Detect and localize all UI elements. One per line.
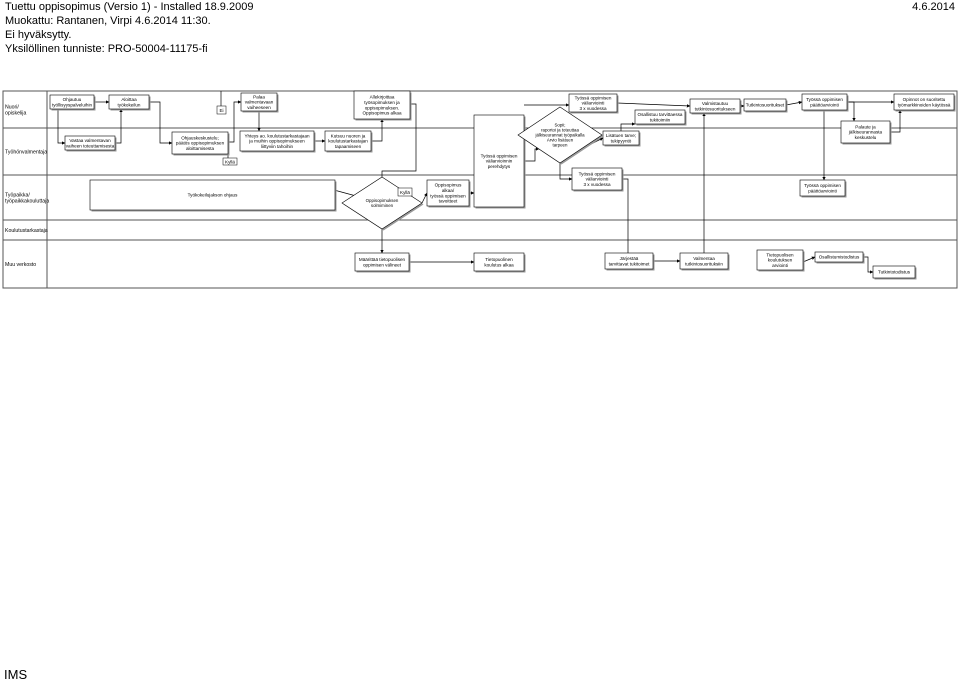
node-label: Osallistumistodistus (819, 255, 860, 260)
unique-identifier: Yksilöllinen tunniste: PRO-50004-11175-f… (5, 43, 208, 55)
lane-label: Työhönvalmentaja (5, 150, 47, 156)
lane-label: Koulutustarkastaja (5, 228, 48, 234)
connector-arrow (616, 102, 691, 108)
approval-status: Ei hyväksytty. (5, 29, 72, 41)
process-title: Tuettu oppisopimus (Versio 1) - Installe… (5, 1, 254, 13)
lane-label: Muu verkosto (5, 262, 36, 268)
node-label: Tutkintosuoritukset (746, 103, 785, 108)
ims-logo-text: IMS (4, 667, 28, 682)
node-label: Tutkintotodistus (878, 270, 911, 275)
modified-info: Muokattu: Rantanen, Virpi 4.6.2014 11:30… (5, 15, 211, 27)
connector-arrow (149, 101, 173, 145)
connector-arrow (421, 192, 428, 204)
branch-label-kylla_1: Kyllä (222, 157, 238, 166)
connector-arrow (863, 256, 874, 274)
connector-arrow (228, 100, 242, 143)
process-step-s27[interactable]: Osallistumistodistus (814, 251, 865, 264)
process-date: 4.6.2014 (912, 1, 955, 13)
process-step-s18[interactable]: Työkokeilujakson ohjaus (89, 179, 337, 212)
lane-label: Nuori/opiskelija (5, 105, 26, 117)
process-step-s16[interactable]: Lisätuen tarve;tukipyyntö (602, 130, 641, 147)
branch-label-text: Kyllä (225, 159, 235, 164)
connector-arrow (890, 109, 902, 133)
connector-arrow (524, 147, 540, 162)
node-label: Työkokeilujakson ohjaus (188, 193, 238, 198)
branch-label-text: Ei (219, 108, 223, 113)
branch-label-ei: Ei (216, 105, 227, 115)
process-step-s8[interactable]: Tutkintosuoritukset (743, 98, 788, 113)
connector-arrow (559, 163, 573, 181)
connector-arrow (371, 118, 384, 142)
branch-label-kylla_2: Kyllä (397, 187, 413, 197)
node-label: Lisätuen tarve;tukipyyntö (606, 133, 636, 143)
connector-arrow (785, 100, 803, 106)
connector-arrow (115, 108, 123, 144)
branch-label-text: Kyllä (400, 190, 410, 195)
process-step-s28[interactable]: Tutkintotodistus (872, 265, 917, 280)
lane-label: Työpaikka/työpaikkakouluttaja (5, 193, 49, 205)
connector-arrow (620, 122, 636, 131)
connector-arrow (802, 256, 816, 263)
